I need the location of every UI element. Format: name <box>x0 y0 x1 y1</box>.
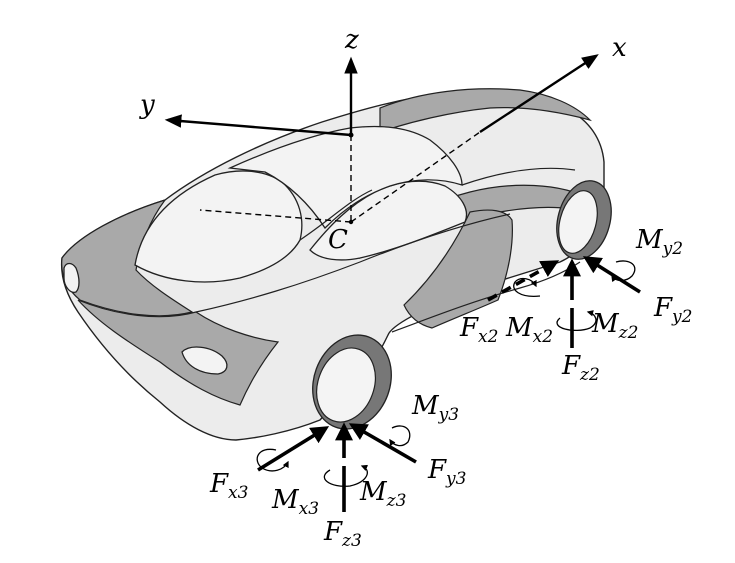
mz2-label: Mz2 <box>591 309 638 343</box>
wheel2-forces: Fx2 Mx2 Mz2 Fz2 My2 Fy2 <box>459 225 692 385</box>
mx2-moment <box>513 277 541 297</box>
y-axis-arrow <box>164 114 352 137</box>
my2-label: My2 <box>635 225 683 259</box>
headlight-left <box>63 262 80 293</box>
mx2-label: Mx2 <box>505 313 553 347</box>
my3-label: My3 <box>411 391 459 425</box>
fz3-label: Fz3 <box>323 517 362 551</box>
fx2-label: Fx2 <box>459 313 498 347</box>
fy2-label: Fy2 <box>653 293 692 327</box>
x-axis-arrow <box>479 54 599 134</box>
z-axis-label: z <box>344 25 359 55</box>
fx3-arrow <box>257 426 330 472</box>
car-illustration <box>60 88 612 441</box>
headlight-right <box>181 346 228 375</box>
coordinate-axes: z y x C <box>139 25 627 255</box>
fy3-label: Fy3 <box>427 455 466 489</box>
rear-stripe <box>379 88 593 133</box>
my3-moment <box>389 425 411 447</box>
fy3-arrow <box>348 423 417 464</box>
mz3-label: Mz3 <box>359 477 406 511</box>
wheel3-forces: Fx3 Mx3 Mz3 Fz3 My3 Fy3 <box>209 391 466 551</box>
mz2-moment <box>556 310 597 332</box>
x-axis-label: x <box>612 33 627 63</box>
my2-moment <box>611 260 636 283</box>
dash-x <box>350 131 481 223</box>
rear-wheel <box>556 180 612 260</box>
fx2-arrow <box>487 260 560 302</box>
y-axis-label: y <box>139 90 155 120</box>
mz3-moment <box>323 464 369 487</box>
fx3-label: Fx3 <box>209 469 248 503</box>
a-pillar-line <box>299 189 373 241</box>
mx3-label: Mx3 <box>271 485 319 519</box>
cg-point <box>348 219 354 225</box>
nose-stripe <box>77 299 280 406</box>
shoulder-line <box>195 213 511 313</box>
cg-label: C <box>328 225 348 255</box>
rear-deck-line <box>461 167 576 186</box>
dash-y <box>199 209 352 223</box>
front-wheel <box>312 334 392 430</box>
windshield <box>134 170 303 283</box>
fz2-label: Fz2 <box>561 351 600 385</box>
rocker-line <box>391 261 581 333</box>
mx3-moment <box>256 448 289 472</box>
hood-stripe <box>61 198 194 317</box>
